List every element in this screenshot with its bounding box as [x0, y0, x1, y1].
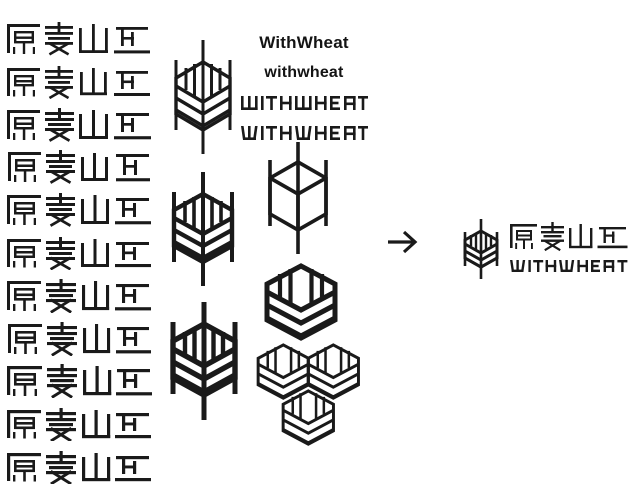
wordmark-row — [4, 65, 154, 99]
open-cube-outline-icon — [268, 142, 328, 254]
wordmark-row — [4, 236, 154, 270]
wordmark-row — [4, 364, 154, 399]
wordmark-row — [4, 107, 154, 142]
type-specimen-block: WithWheat withwheat — [236, 28, 372, 148]
final-logo-lockup — [458, 218, 630, 282]
wordmark-row — [4, 22, 154, 56]
final-lockup-title-en — [510, 260, 628, 272]
final-lockup-title-cn — [510, 222, 628, 252]
wordmark-iteration-column — [4, 22, 154, 484]
sheaf-trefoil-cluster-icon — [256, 343, 360, 446]
sheaf-with-stems-medium-icon — [171, 172, 235, 286]
type-specimen-line: WithWheat — [259, 33, 349, 52]
type-specimen-line — [236, 88, 372, 118]
type-specimen-line: withwheat — [264, 64, 344, 81]
sheaf-with-stems-thin-icon — [174, 40, 232, 154]
wordmark-row — [4, 450, 154, 484]
wordmark-row — [4, 407, 154, 442]
mark-exploration-column-b — [244, 140, 374, 480]
sheaf-with-stems-bold-icon — [170, 302, 238, 420]
wordmark-row — [4, 193, 154, 228]
sheaf-hexagon-solo-icon — [264, 263, 338, 341]
wordmark-row — [4, 278, 154, 313]
wheat-sheaf-hexagon-icon — [463, 219, 499, 279]
wordmark-row — [4, 150, 154, 185]
type-specimen-line — [236, 118, 372, 148]
rightwards-arrow-icon — [386, 228, 420, 256]
mark-exploration-column-a — [160, 38, 246, 438]
wordmark-row — [4, 321, 154, 356]
